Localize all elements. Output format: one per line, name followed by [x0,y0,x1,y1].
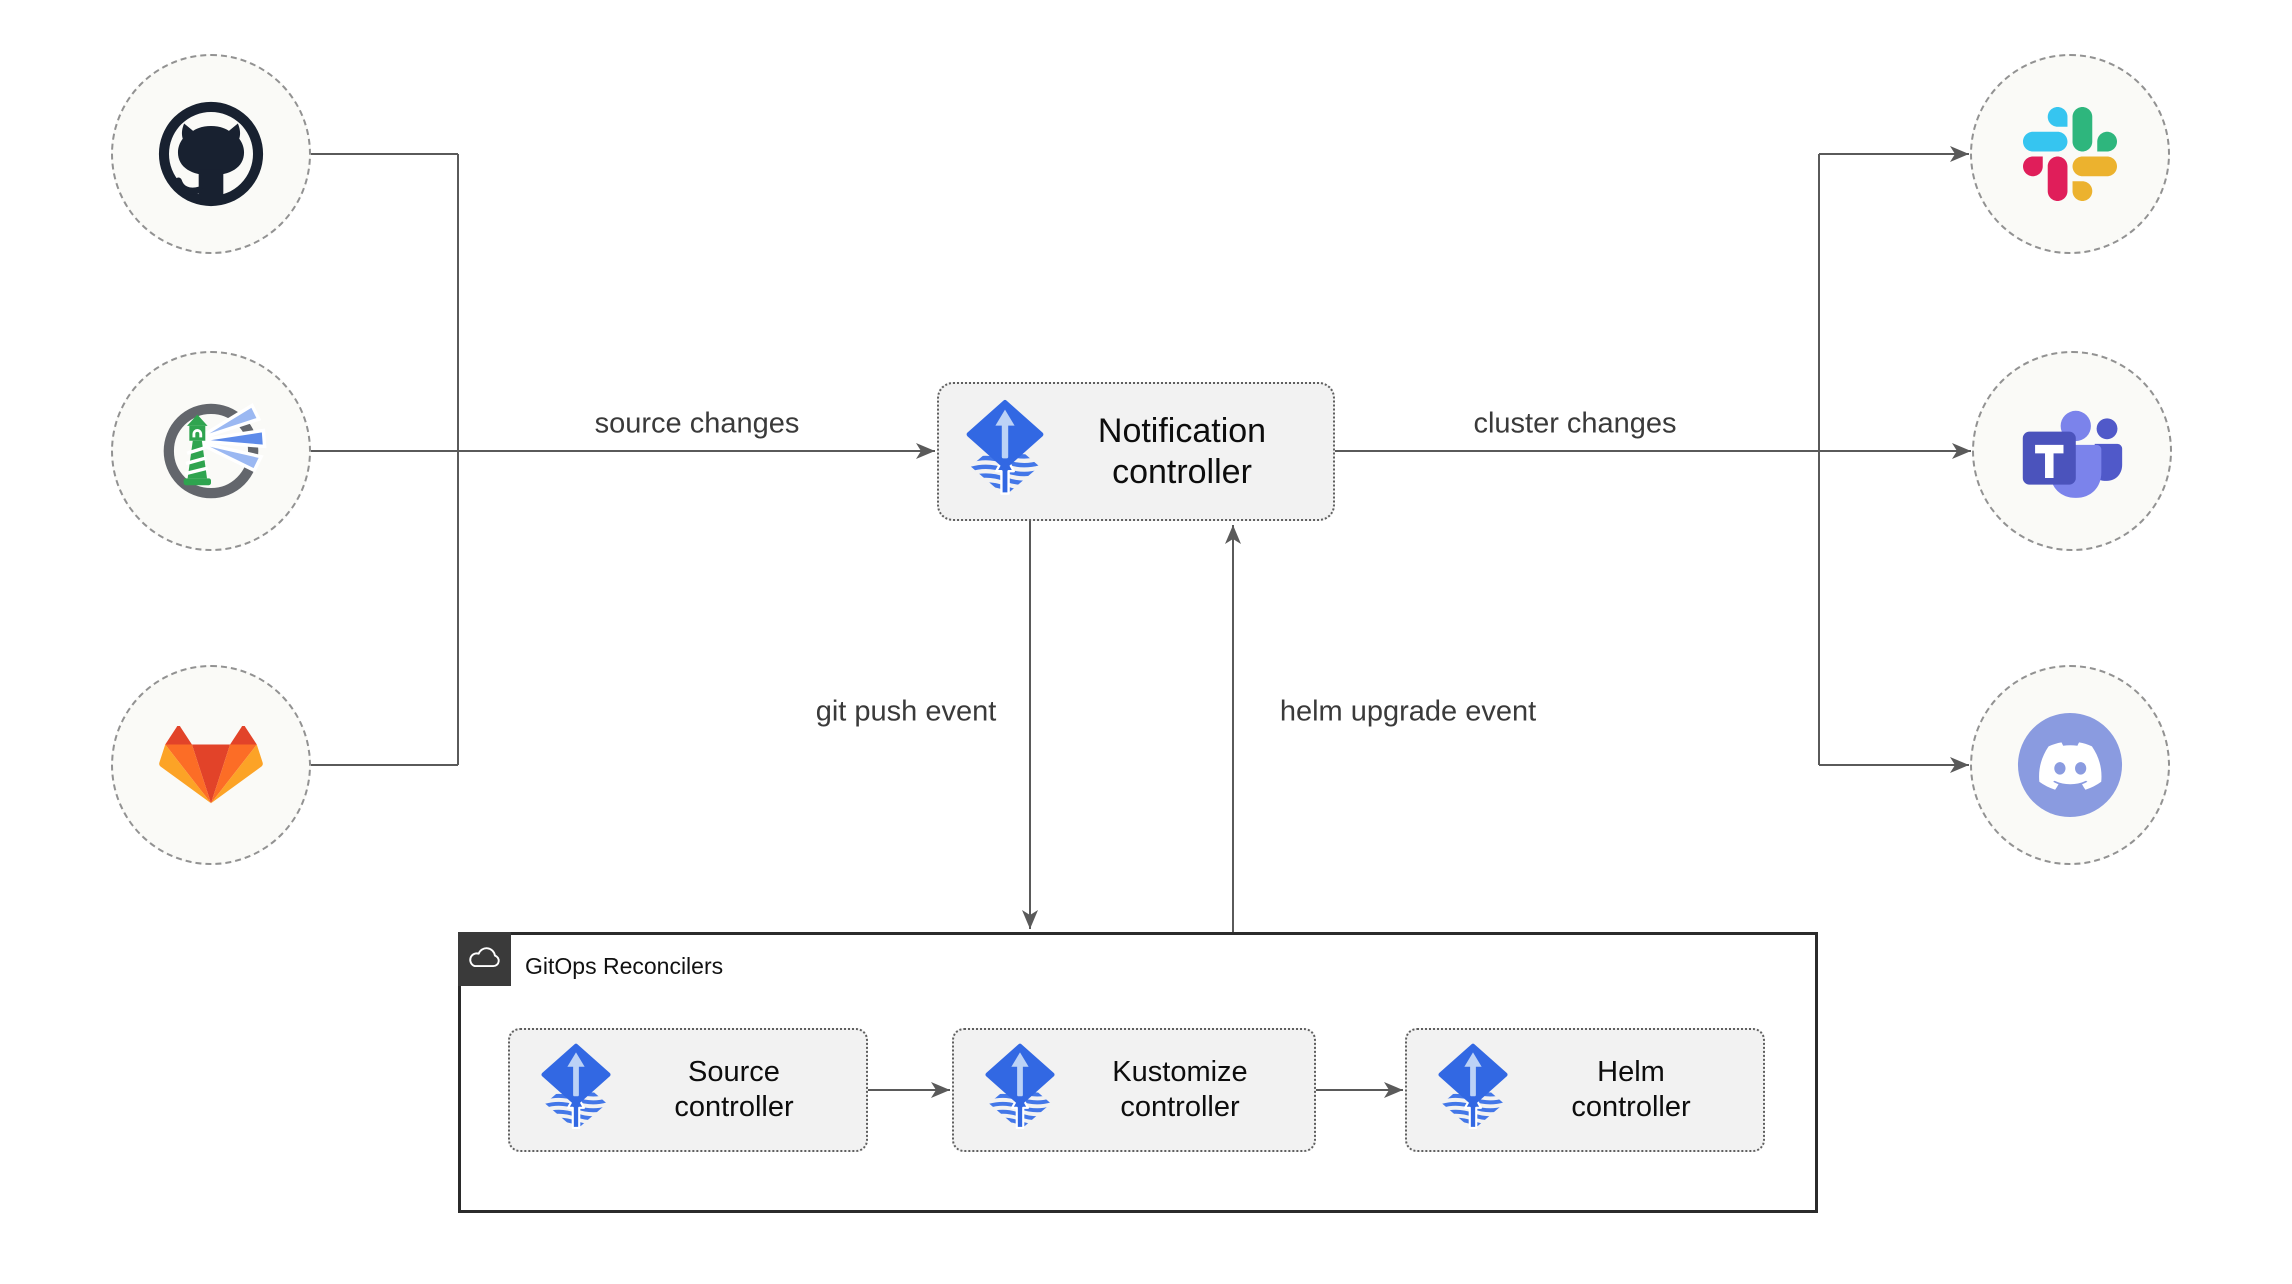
gitlab-icon [159,725,263,803]
discord-icon [2017,712,2123,818]
github-icon [155,98,267,210]
flux-icon [540,1043,612,1138]
node-label: Kustomize controller [1112,1056,1248,1123]
edge-label-source-changes: source changes [594,407,800,440]
edge-label-helm-upgrade-event: helm upgrade event [1279,695,1537,728]
flux-icon [965,399,1045,505]
node-kustomize-controller: Kustomize controller [952,1028,1316,1152]
node-source-controller: Source controller [508,1028,868,1152]
node-label: Notification controller [1097,411,1267,491]
endpoint-discord [1970,665,2170,865]
endpoint-harbor [111,351,311,551]
node-helm-controller: Helm controller [1405,1028,1765,1152]
endpoint-github [111,54,311,254]
cloud-icon [468,946,500,967]
endpoint-teams [1972,351,2172,551]
slack-icon [2023,107,2117,201]
edge-label-git-push-event: git push event [815,695,997,728]
node-notification-controller: Notification controller [937,382,1335,521]
flux-icon [1437,1043,1509,1138]
group-title: GitOps Reconcilers [525,953,724,979]
edge-label-cluster-changes: cluster changes [1473,407,1677,440]
flux-icon [984,1043,1056,1138]
group-badge [458,932,511,986]
harbor-icon [154,394,268,508]
teams-icon [2022,410,2123,498]
endpoint-gitlab [111,665,311,865]
node-label: Helm controller [1571,1056,1691,1123]
node-label: Source controller [674,1056,794,1123]
group-gitops-reconcilers: GitOps Reconcilers [458,932,1818,1213]
endpoint-slack [1970,54,2170,254]
